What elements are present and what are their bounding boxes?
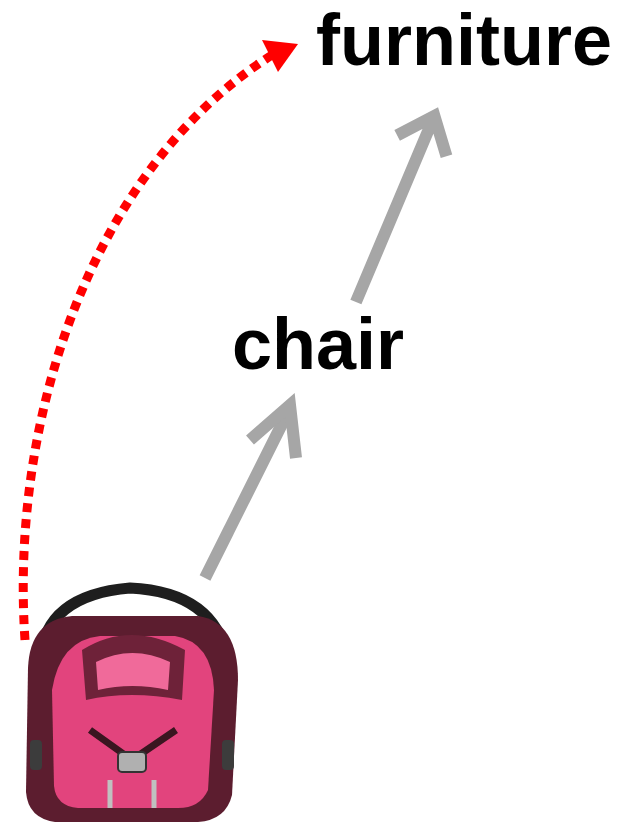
- seat-cushion: [52, 636, 214, 808]
- harness-buckle: [118, 752, 146, 772]
- seat-strap: [110, 780, 154, 808]
- seat-headrest: [82, 635, 185, 700]
- seat-shell: [26, 616, 238, 822]
- headrest-pad: [96, 653, 170, 690]
- node-text: furniture: [316, 4, 612, 76]
- car-seat: [26, 588, 238, 822]
- category-label: furniture: [316, 4, 612, 76]
- seat-clip: [222, 740, 234, 770]
- arc-arrowhead: [262, 40, 298, 72]
- category-label: chair: [232, 308, 404, 380]
- gray-arrow: [356, 116, 447, 302]
- gray-arrow: [205, 412, 288, 578]
- node-text: chair: [232, 308, 404, 380]
- seat-clip: [30, 740, 42, 770]
- gray-arrowhead: [250, 405, 296, 458]
